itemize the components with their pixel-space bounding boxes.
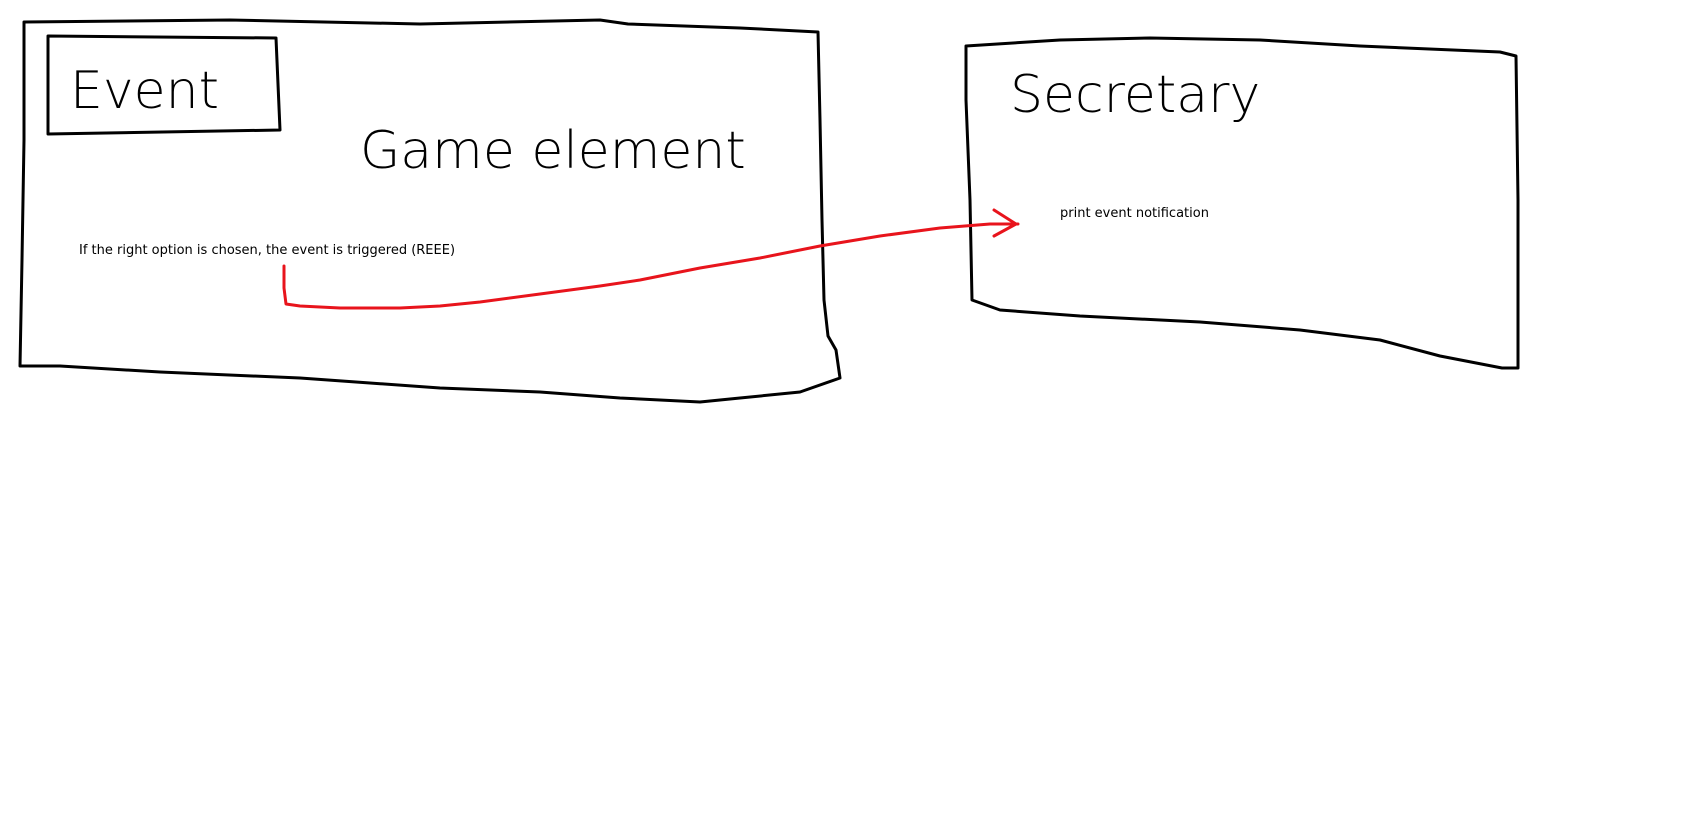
game-element-title: Game element: [360, 121, 746, 181]
trigger-arrow-head: [992, 208, 1018, 238]
event-tag-frame: [46, 34, 282, 136]
game-element-outline: [18, 18, 842, 404]
secretary-outline: [964, 36, 1520, 370]
trigger-arrow-line: [282, 222, 1020, 310]
game-element-box: Event Game element If the right option i…: [18, 18, 842, 404]
game-element-note: If the right option is chosen, the event…: [79, 243, 455, 258]
secretary-box: Secretary print event notification: [964, 36, 1520, 370]
trigger-arrow: [282, 208, 1020, 310]
secretary-title: Secretary: [1010, 65, 1260, 125]
event-tag-label: Event: [70, 61, 219, 121]
secretary-note: print event notification: [1060, 206, 1209, 221]
